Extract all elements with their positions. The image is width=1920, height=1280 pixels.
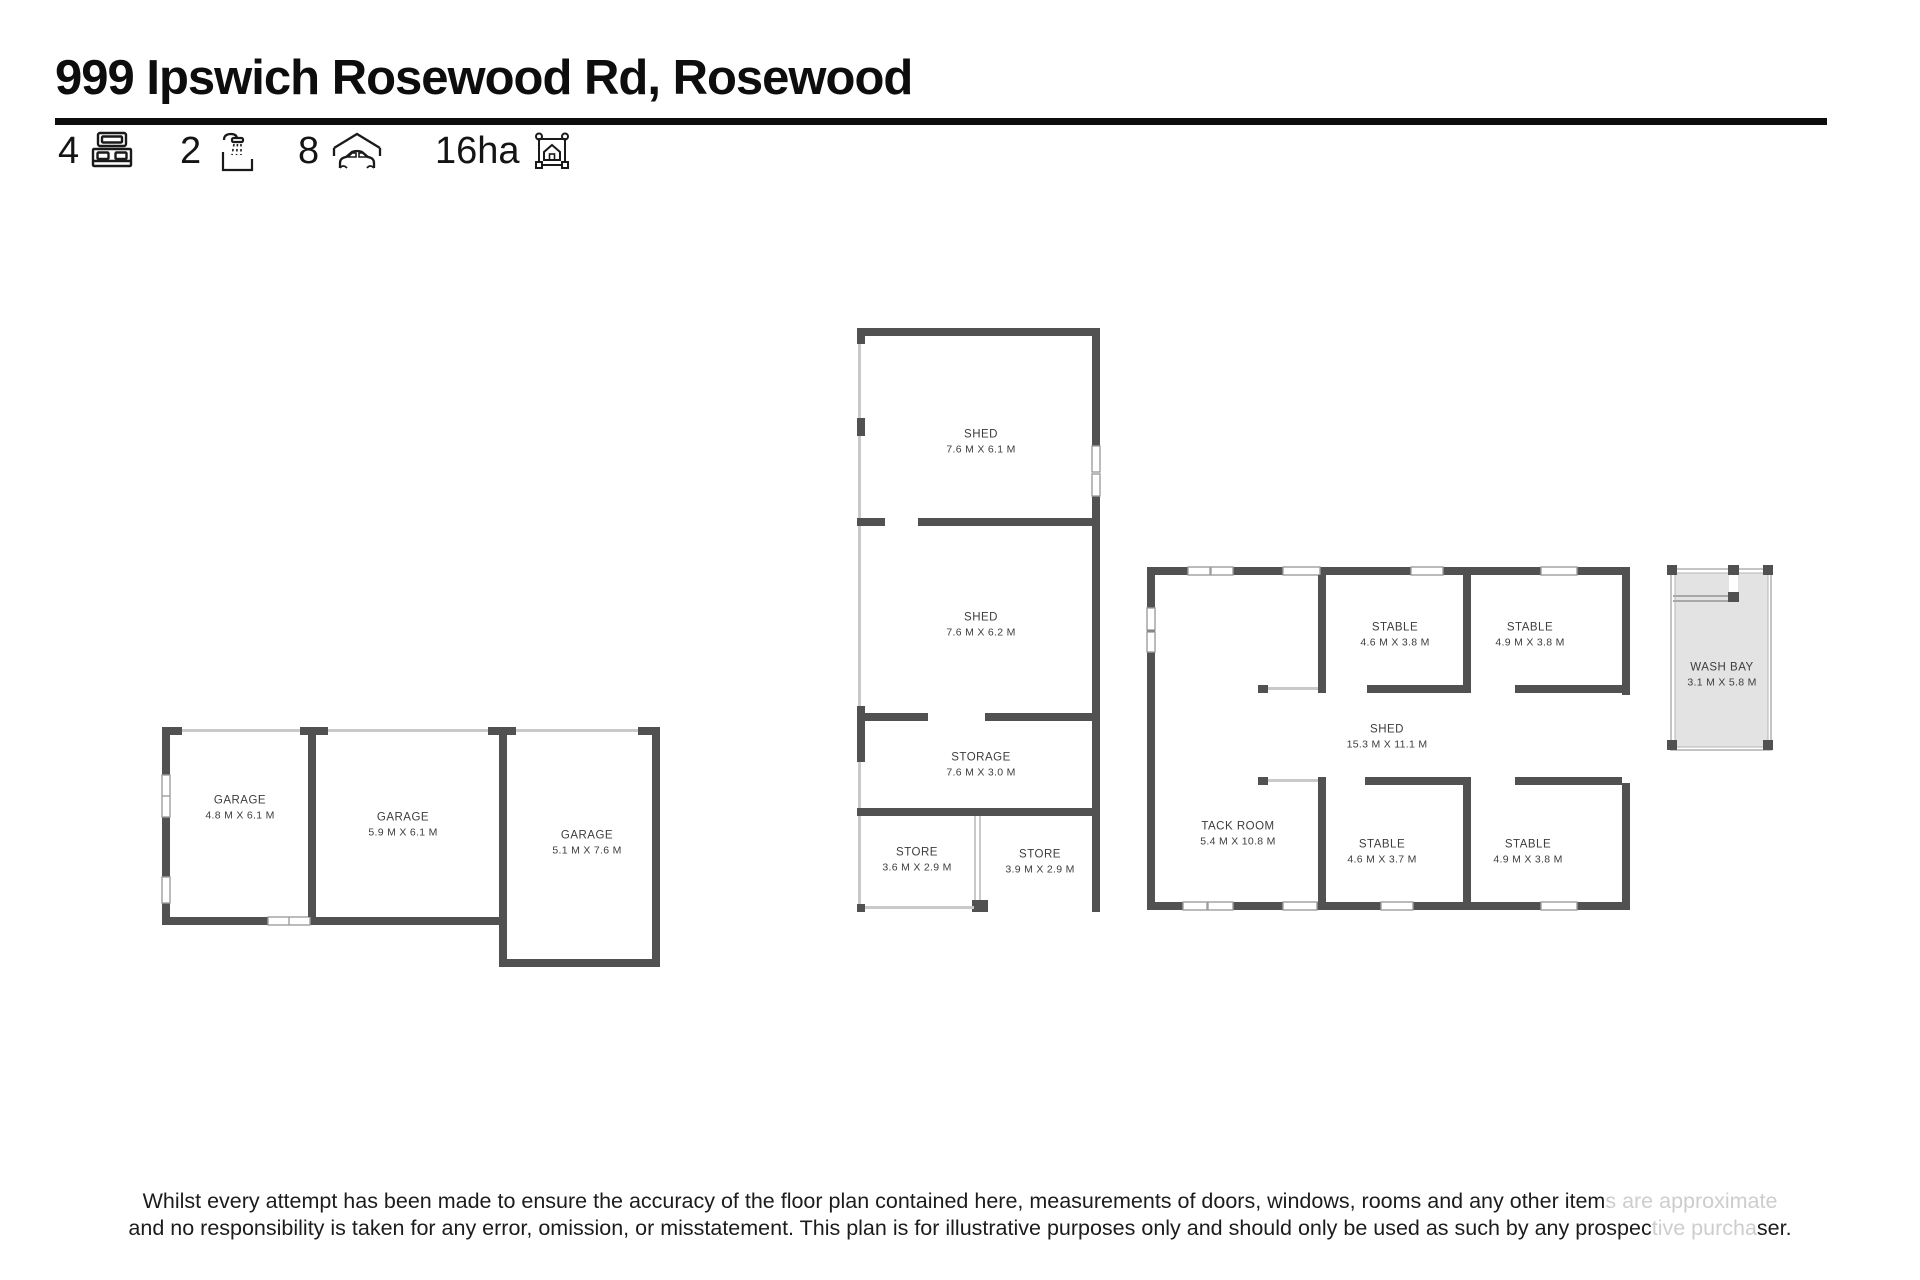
room-label-stable-3: STABLE 4.6 M X 3.7 M [1347, 838, 1417, 866]
stat-bathrooms: 2 [180, 129, 255, 173]
stat-car-spaces: 8 [298, 129, 385, 173]
bed-icon [91, 131, 133, 168]
room-label-wash-bay: WASH BAY 3.1 M X 5.8 M [1687, 661, 1757, 689]
stat-land-size: 16ha [435, 129, 574, 173]
room-label-tack-room: TACK ROOM 5.4 M X 10.8 M [1200, 820, 1276, 848]
room-label-shed-3: SHED 15.3 M X 11.1 M [1346, 723, 1428, 751]
car-space-count: 8 [298, 130, 320, 172]
room-label-garage-3: GARAGE 5.1 M X 7.6 M [552, 829, 622, 857]
room-label-stable-2: STABLE 4.9 M X 3.8 M [1495, 621, 1565, 649]
land-size-value: 16ha [435, 130, 520, 172]
carport-icon [332, 132, 382, 169]
title-divider [55, 118, 1827, 125]
room-label-stable-1: STABLE 4.6 M X 3.8 M [1360, 621, 1430, 649]
garage-block-walls [161, 727, 660, 967]
wash-bay-walls [1667, 565, 1773, 751]
room-label-shed-2: SHED 7.6 M X 6.2 M [946, 611, 1016, 639]
page-title: 999 Ipswich Rosewood Rd, Rosewood [55, 51, 913, 105]
bath-icon [222, 132, 254, 172]
room-label-shed-1: SHED 7.6 M X 6.1 M [946, 428, 1016, 456]
stat-bedrooms: 4 [58, 129, 135, 173]
room-label-garage-1: GARAGE 4.8 M X 6.1 M [205, 794, 275, 822]
room-label-storage: STORAGE 7.6 M X 3.0 M [946, 751, 1016, 779]
stable-block-walls [1146, 566, 1630, 911]
disclaimer-text: Whilst every attempt has been made to en… [128, 1189, 1792, 1240]
room-label-stable-4: STABLE 4.9 M X 3.8 M [1493, 838, 1563, 866]
room-label-garage-2: GARAGE 5.9 M X 6.1 M [368, 811, 438, 839]
bedroom-count: 4 [58, 130, 80, 172]
land-size-icon [534, 132, 569, 169]
bathroom-count: 2 [180, 130, 202, 172]
shed-block-walls [857, 328, 1101, 912]
room-label-store-1: STORE 3.6 M X 2.9 M [882, 846, 952, 874]
room-label-store-2: STORE 3.9 M X 2.9 M [1005, 848, 1075, 876]
